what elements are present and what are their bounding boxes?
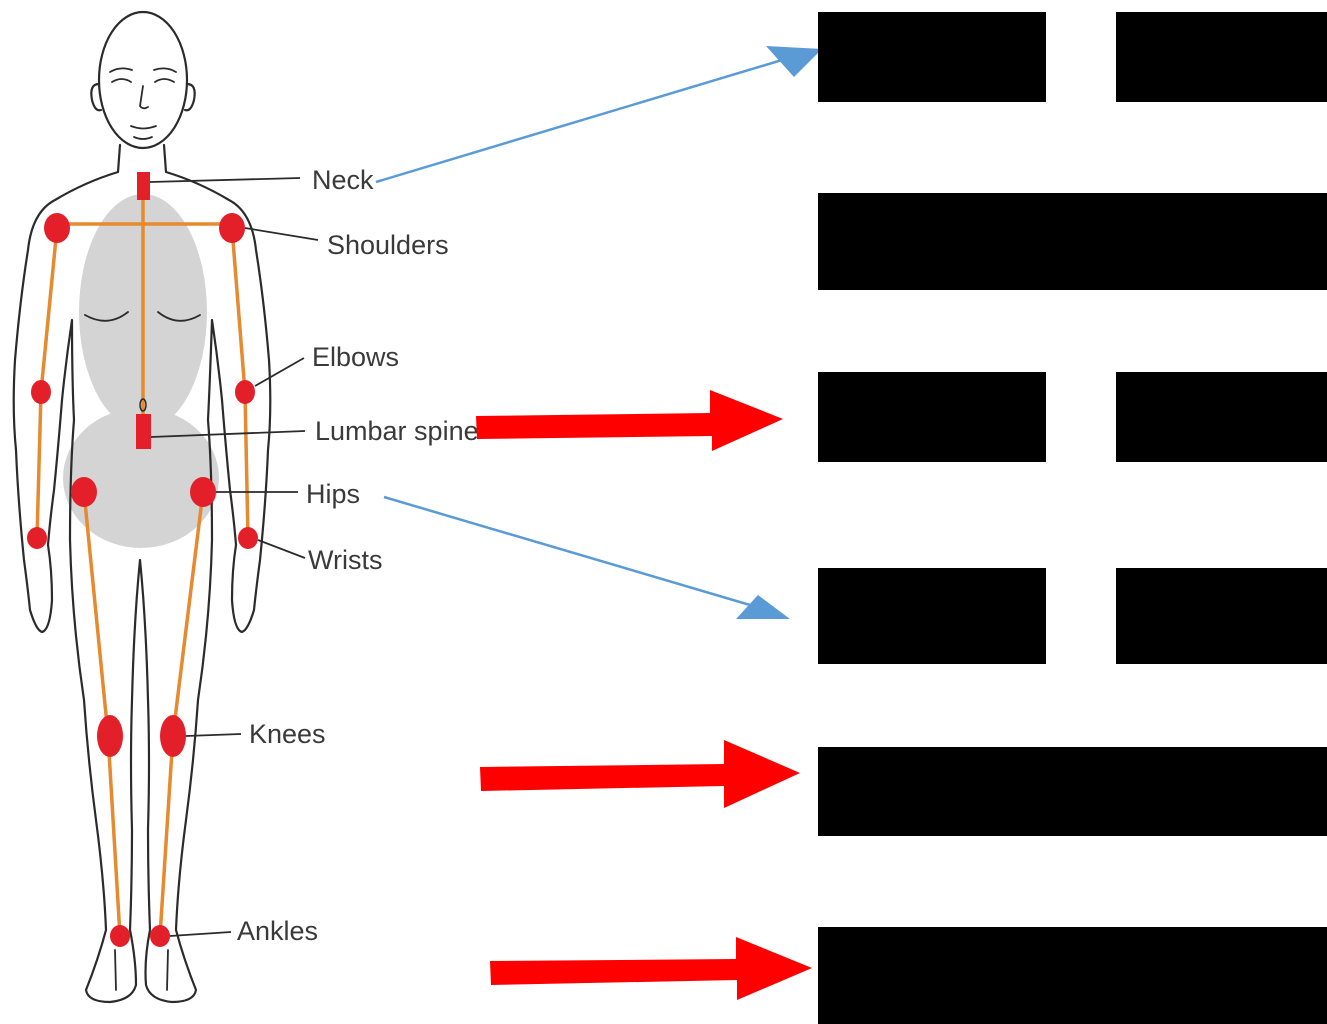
left-shoulder-joint: [44, 213, 70, 243]
label-shoulders: Shoulders: [327, 230, 449, 260]
elbows-leader: [255, 358, 304, 386]
right-shin: [160, 735, 173, 936]
label-ankles: Ankles: [237, 916, 318, 946]
label-neck: Neck: [312, 165, 374, 195]
right-brow: [154, 68, 176, 72]
left-shin: [108, 735, 120, 936]
blue-arrow-hips-shaft: [384, 497, 750, 605]
hexagram-line-5: [818, 747, 1327, 836]
left-brow: [110, 68, 132, 72]
left-forearm: [37, 392, 41, 538]
body-figure: [14, 12, 271, 1002]
left-hip-joint: [71, 477, 97, 507]
blue-arrow-hips-head: [736, 595, 790, 619]
blue-arrow-hips: [384, 497, 790, 619]
red-arrows: [476, 390, 812, 1000]
knees-leader: [186, 734, 241, 736]
hexagram-line-4-left: [818, 568, 1046, 664]
chin: [134, 137, 152, 139]
joint-labels: Neck Shoulders Elbows Lumbar spine Hips …: [237, 165, 479, 946]
right-wrist-joint: [238, 527, 258, 549]
red-arrow-lumbar: [476, 390, 783, 451]
ankles-leader: [170, 932, 231, 936]
hexagram-line-1-left: [818, 12, 1046, 102]
right-elbow-joint: [235, 380, 255, 404]
right-knee-joint: [160, 715, 186, 757]
neck-leader: [150, 178, 300, 182]
right-ankle-joint: [150, 925, 170, 947]
label-hips: Hips: [306, 479, 360, 509]
hexagram-line-6: [818, 927, 1327, 1024]
right-foot-line: [167, 950, 168, 990]
right-forearm: [245, 392, 248, 538]
right-hip-joint: [190, 477, 216, 507]
wrists-leader: [258, 540, 305, 558]
hexagram-line-1-right: [1116, 12, 1327, 102]
neck-joint: [137, 172, 150, 200]
right-upper-arm: [232, 228, 245, 392]
left-ankle-joint: [110, 925, 130, 947]
blue-arrow-neck: [376, 46, 822, 182]
left-upper-arm: [41, 228, 57, 392]
left-foot-line: [115, 950, 116, 990]
hexagram-line-4-right: [1116, 568, 1327, 664]
hexagram-line-3-left: [818, 372, 1046, 462]
shoulders-leader: [245, 228, 318, 240]
label-lumbar-spine: Lumbar spine: [315, 416, 479, 446]
left-wrist-joint: [27, 527, 47, 549]
hexagram: [818, 12, 1327, 1024]
left-knee-joint: [97, 715, 123, 757]
right-eye: [155, 79, 174, 82]
lumbar-spine-joint: [136, 414, 151, 449]
right-shoulder-joint: [219, 213, 245, 243]
red-arrow-knees: [480, 740, 800, 808]
label-knees: Knees: [249, 719, 326, 749]
hexagram-line-2: [818, 193, 1327, 290]
mouth: [131, 126, 156, 129]
left-elbow-joint: [31, 380, 51, 404]
label-wrists: Wrists: [308, 545, 383, 575]
blue-arrow-neck-shaft: [376, 60, 782, 182]
red-arrow-ankles: [490, 937, 812, 1000]
hexagram-line-3-right: [1116, 372, 1327, 462]
left-eye: [112, 79, 131, 82]
label-elbows: Elbows: [312, 342, 399, 372]
nose: [140, 86, 148, 108]
